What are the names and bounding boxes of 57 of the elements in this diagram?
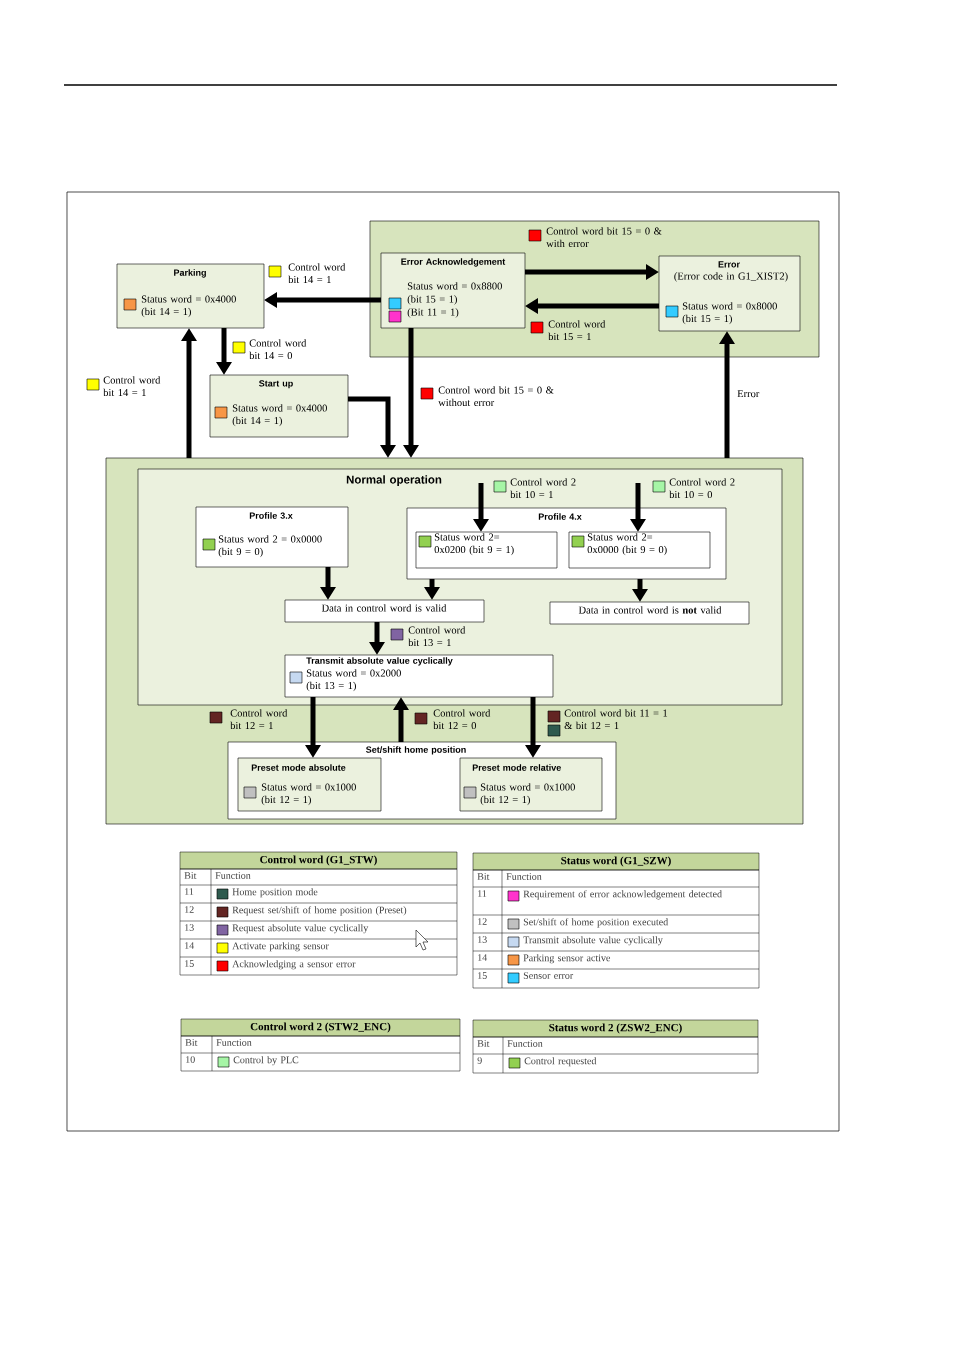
state-box: Transmit absolute value cyclically Status word = 0x2000 (bit 13 = 1) [284, 654, 554, 698]
edge-label: Control word bit 13 = 1 [390, 626, 466, 647]
table-cell: 10 [186, 1056, 195, 1063]
status-box: Status word 2= 0x0000 (bit 9 = 0) [568, 531, 711, 569]
table-cell: 15 [185, 960, 194, 967]
mode-box: Preset mode absolute Status word = 0x1000 (bit 12 = 1) [237, 757, 382, 812]
table-cell: Sensor error [507, 972, 574, 984]
table-cell: Transmit absolute value cyclically [507, 936, 663, 948]
state-box: Error (Error code in G1_XIST2) Status word = 0x8000 (bit 15 = 1) [658, 255, 801, 332]
table-cell: Control requested [508, 1057, 597, 1069]
column-header: Function [216, 1039, 252, 1046]
column-header: Function [215, 872, 251, 879]
edge-label: Control word bit 15 = 0 & with error [528, 227, 662, 248]
column-header: Bit [477, 873, 490, 880]
table-cell: Requirement of error acknowledgement detected [507, 890, 722, 902]
column-header: Function [506, 873, 542, 880]
mode-box: Preset mode relative Status word = 0x1000 (bit 12 = 1) [459, 757, 603, 812]
edge-label: Control word bit 14 = 0 [232, 339, 307, 360]
column-header: Bit [185, 1039, 198, 1046]
edge-label: Control word bit 12 = 1 [209, 709, 288, 730]
status-box: Status word 2= 0x0200 (bit 9 = 1) [415, 531, 558, 569]
condition-box: Data in control word is valid [284, 599, 485, 623]
table-cell: 12 [185, 906, 194, 913]
table-cell: Home position mode [216, 888, 318, 900]
table-cell: 15 [478, 972, 487, 979]
table-cell: 9 [477, 1057, 482, 1064]
table-cell: 13 [185, 924, 194, 931]
table-cell: 12 [478, 918, 487, 925]
table-cell: Request set/shift of home position (Preset) [216, 906, 407, 918]
table-cell: Control by PLC [217, 1056, 299, 1068]
state-box: Error Acknowledgement Status word = 0x8800 (bit 15 = 1) (Bit 11 = 1) [380, 252, 526, 329]
table-cell: 11 [185, 888, 194, 895]
edge-label: Error [737, 390, 760, 398]
column-header: Function [507, 1040, 543, 1047]
edge-label: Control word bit 11 = 1 & bit 12 = 1 [547, 709, 668, 737]
table-cell: 14 [185, 942, 195, 949]
table-cell: Acknowledging a sensor error [216, 960, 356, 972]
table-cell: Request absolute value cyclically [216, 924, 369, 936]
table-cell: Parking sensor active [507, 954, 611, 966]
edge-label: Control word bit 12 = 0 [414, 709, 491, 730]
state-box: Start up Status word = 0x4000 (bit 14 = 1) [209, 374, 349, 438]
edge-label: Control word 2 bit 10 = 0 [652, 478, 735, 499]
table-cell: 11 [478, 890, 487, 897]
edge-label: Control word bit 14 = 1 [86, 376, 161, 397]
edge-label: Control word bit 14 = 1 [268, 263, 346, 284]
profile-box: Profile 3.x Status word 2 = 0x0000 (bit 9 = 0) [195, 506, 349, 568]
state-box: Parking Status word = 0x4000 (bit 14 = 1) [116, 263, 265, 329]
table-cell: 14 [478, 954, 488, 961]
column-header: Bit [477, 1040, 490, 1047]
edge-label: Control word 2 bit 10 = 1 [493, 478, 576, 499]
table-cell: Set/shift of home position executed [507, 918, 669, 930]
table-cell: 13 [478, 936, 487, 943]
edge-label: Control word bit 15 = 1 [530, 320, 606, 341]
edge-label: Control word bit 15 = 0 & without error [420, 386, 554, 407]
column-header: Bit [184, 872, 197, 879]
table-cell: Activate parking sensor [216, 942, 329, 954]
condition-box: Data in control word is not valid [549, 601, 750, 625]
